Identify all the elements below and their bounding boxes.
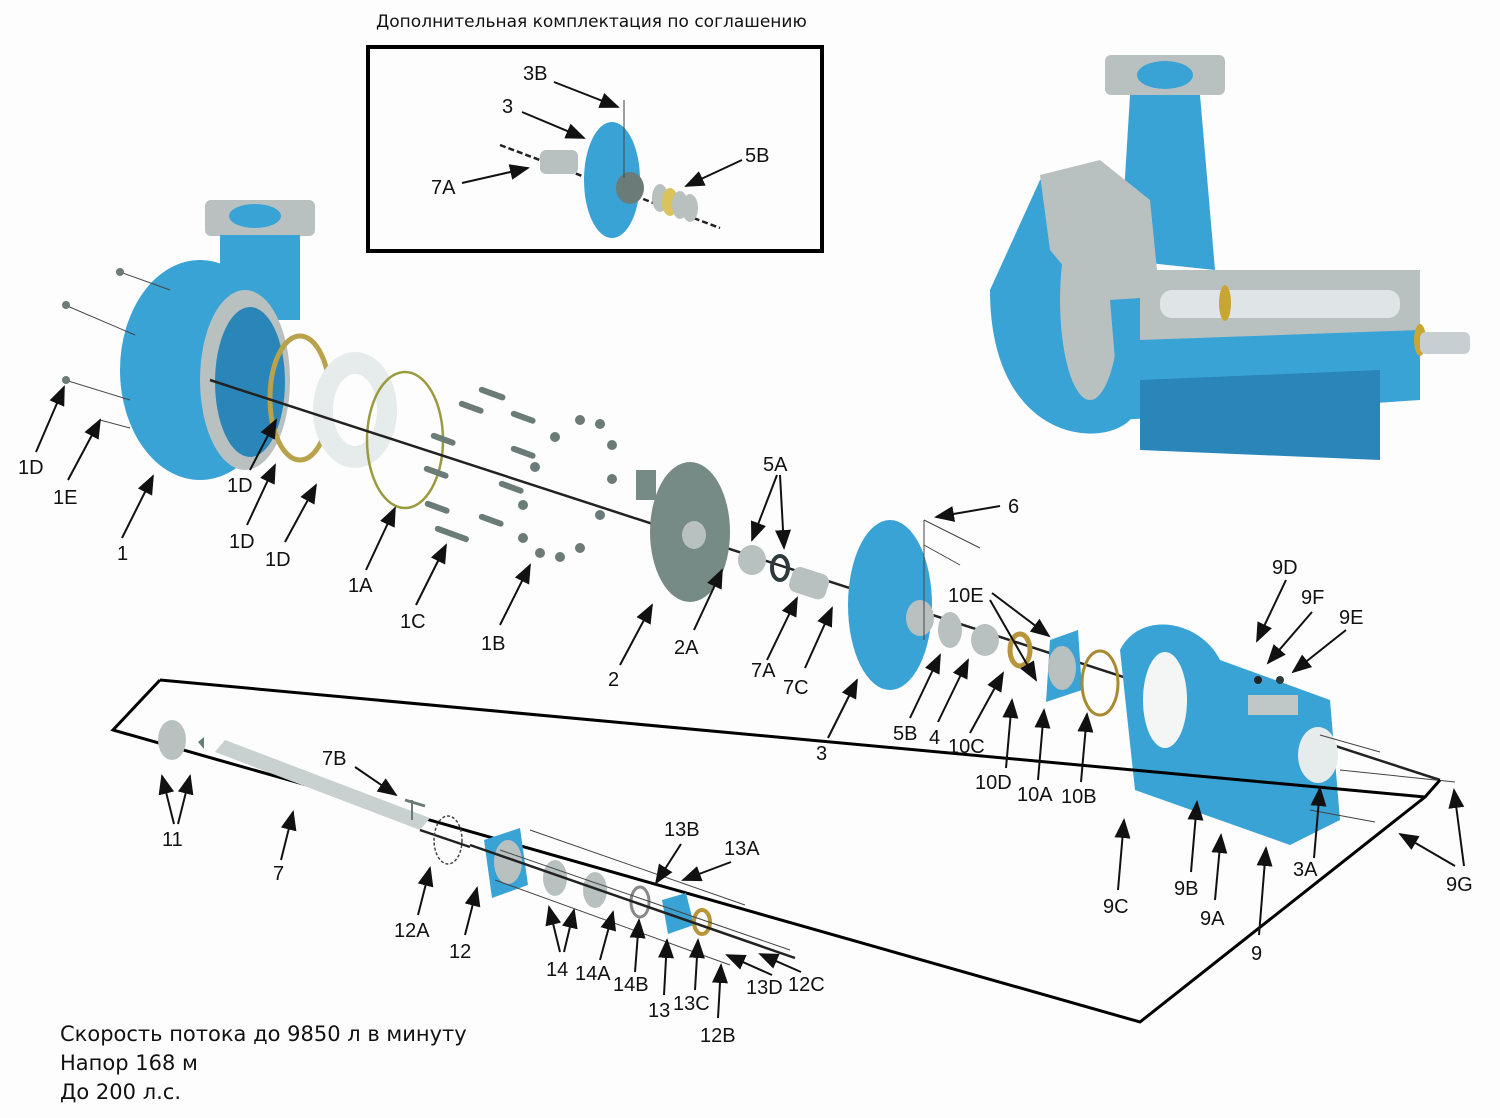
- o-ring-12a: [433, 815, 463, 865]
- label-14a: 14A: [575, 963, 611, 985]
- stuffing-box-cover-3: [848, 519, 981, 690]
- label-7b: 7B: [322, 748, 346, 770]
- inset-packing-5b: [652, 184, 698, 222]
- label-9d: 9D: [1272, 557, 1298, 579]
- label-2: 2: [608, 669, 619, 691]
- shaft-7: [215, 740, 430, 830]
- bearing-14b: [583, 872, 607, 908]
- inset-caption: Дополнительная комплектация по соглашени…: [376, 12, 807, 32]
- inset-label-3b: 3B: [523, 63, 547, 85]
- deflector-10c: [1007, 631, 1033, 669]
- label-9g: 9G: [1446, 874, 1473, 896]
- label-14: 14: [546, 959, 568, 981]
- callouts: 1D 1E 1 1D 1D 1D 1A 1C 1B 2 2A 5A 7A 7C …: [18, 385, 1473, 1047]
- bearing-cover-10a: [1046, 630, 1082, 702]
- label-1e: 1E: [53, 487, 77, 509]
- bearing-14a: [543, 860, 567, 896]
- label-2a: 2A: [674, 637, 699, 659]
- label-9e: 9E: [1339, 607, 1363, 629]
- label-9b: 9B: [1174, 878, 1198, 900]
- o-ring-10b: [1080, 649, 1120, 717]
- label-1d: 1D: [18, 457, 44, 479]
- label-1d-gasket: 1D: [227, 475, 253, 497]
- spec-power: До 200 л.с.: [60, 1080, 182, 1104]
- label-7c: 7C: [783, 677, 809, 699]
- studs-1c: [423, 386, 536, 543]
- label-1b: 1B: [481, 633, 505, 655]
- bearing-frame-9: [1120, 624, 1456, 845]
- label-13c: 13C: [673, 993, 710, 1015]
- label-13b: 13B: [664, 819, 700, 841]
- impeller-2: [636, 462, 730, 602]
- spec-head: Напор 168 м: [60, 1051, 198, 1075]
- label-12: 12: [449, 941, 471, 963]
- label-9a: 9A: [1200, 908, 1225, 930]
- label-14b: 14B: [613, 974, 649, 996]
- label-12c: 12C: [788, 974, 825, 996]
- label-7a: 7A: [751, 660, 776, 682]
- inset-shaft-sleeve-7a: [540, 150, 578, 174]
- label-9: 9: [1251, 943, 1262, 965]
- label-1: 1: [117, 543, 128, 565]
- label-1c: 1C: [400, 611, 426, 633]
- spec-flow-rate: Скорость потока до 9850 л в минуту: [60, 1022, 467, 1046]
- locknut-13: [662, 893, 694, 934]
- label-1a: 1A: [348, 575, 373, 597]
- label-10b: 10B: [1061, 786, 1097, 808]
- label-10e: 10E: [948, 585, 984, 607]
- inset-label-5b: 5B: [745, 145, 769, 167]
- label-6: 6: [1008, 496, 1019, 518]
- pump-specifications: Скорость потока до 9850 л в минуту Напор…: [60, 1020, 467, 1107]
- label-1d-lower: 1D: [229, 531, 255, 553]
- inset-stuffing-box-cover-3: [584, 122, 640, 238]
- packing-5b-4: [938, 612, 999, 656]
- label-12a: 12A: [394, 920, 430, 942]
- label-7: 7: [273, 863, 284, 885]
- inset-label-7a: 7A: [431, 177, 456, 199]
- assembled-pump-cutaway: [990, 55, 1470, 460]
- label-13a: 13A: [724, 838, 760, 860]
- label-13d: 13D: [746, 977, 783, 999]
- inset-leaders: 3B 3 7A 5B: [431, 63, 769, 199]
- label-5b: 5B: [893, 723, 917, 745]
- label-9f: 9F: [1301, 587, 1324, 609]
- label-1d-plate: 1D: [265, 549, 291, 571]
- inset-label-3: 3: [502, 96, 513, 118]
- label-10a: 10A: [1017, 784, 1053, 806]
- label-11: 11: [162, 829, 183, 851]
- label-10d: 10D: [975, 772, 1012, 794]
- nuts-1b: [518, 415, 617, 562]
- label-3a: 3A: [1293, 859, 1318, 881]
- power-end-frame-line: [110, 678, 1442, 1024]
- inset-parts: [499, 100, 721, 238]
- optional-parts-inset-frame: [366, 45, 824, 253]
- label-12b: 12B: [700, 1025, 736, 1047]
- shaft-group: [158, 720, 796, 966]
- pump-casing-1: [62, 200, 315, 480]
- label-4: 4: [929, 727, 940, 749]
- label-3: 3: [816, 743, 827, 765]
- label-9c: 9C: [1103, 896, 1129, 918]
- label-10c: 10C: [948, 736, 985, 758]
- label-5a: 5A: [763, 454, 788, 476]
- seal-parts-5a-7a-7c: [738, 545, 830, 600]
- label-13: 13: [648, 1000, 670, 1022]
